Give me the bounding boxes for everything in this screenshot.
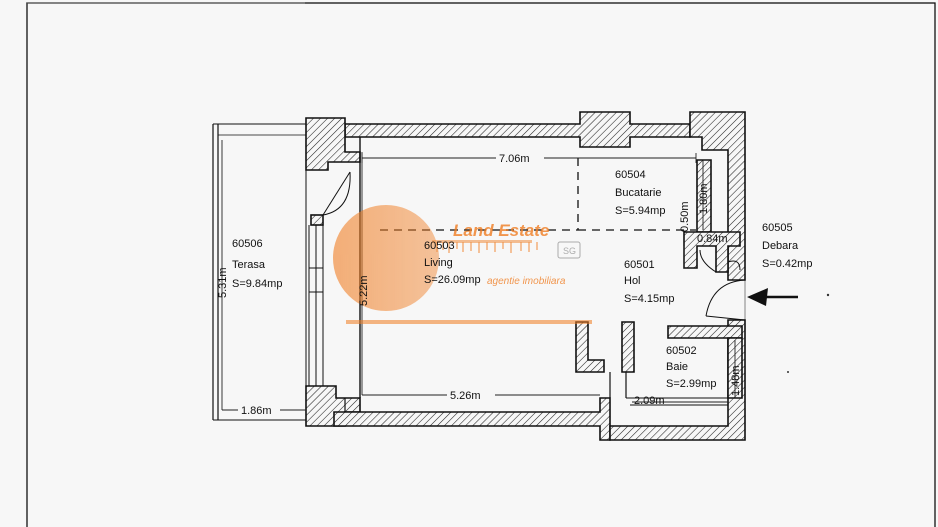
walls [305, 111, 746, 441]
room-baie: 60502 Baie S=2.99mp [666, 345, 716, 390]
room-name: Living [424, 257, 453, 269]
watermark-badge [557, 241, 581, 259]
dim-kitchen-depth: 1.80m [698, 183, 710, 214]
room-hol: 60501 Hol S=4.15mp [624, 259, 674, 305]
room-code: 60506 [232, 238, 263, 250]
room-area: S=2.99mp [666, 378, 716, 390]
entrance-arrow-icon [747, 288, 798, 306]
room-code: 60505 [762, 222, 793, 234]
watermark-underline [346, 320, 592, 324]
doors [322, 171, 746, 321]
watermark-badge-text: SG [563, 246, 576, 256]
room-living: 60503 Living S=26.09mp [424, 240, 481, 286]
room-bucatarie: 60504 Bucatarie S=5.94mp [615, 169, 665, 217]
page-border [26, 2, 936, 527]
room-name: Terasa [232, 259, 266, 271]
watermark-tagline: agentie imobiliara [487, 276, 566, 287]
room-terasa: 60506 Terasa S=9.84mp [232, 238, 282, 290]
dim-bath-height: 1.48m [730, 365, 742, 396]
terrace-outline [212, 123, 324, 421]
speck [787, 371, 789, 373]
room-code: 60501 [624, 259, 655, 271]
room-name: Hol [624, 275, 641, 287]
watermark: Land Estate agentie imobiliara SG [333, 205, 592, 324]
dim-terrace-width: 1.86m [241, 405, 272, 417]
dim-top-width: 7.06m [499, 153, 530, 165]
room-area: S=0.42mp [762, 258, 812, 270]
room-area: S=9.84mp [232, 278, 282, 290]
dim-kitchen-offset: 0.50m [679, 201, 691, 232]
room-name: Baie [666, 361, 688, 373]
watermark-key-circle [333, 205, 439, 311]
dim-debara-width: 0.84m [697, 233, 728, 245]
dim-bath-width: 2.09m [634, 395, 665, 407]
dimension-labels: 7.06m 5.26m 1.86m 2.09m 0.84m 5.22m 5.31… [217, 151, 742, 417]
room-name: Bucatarie [615, 187, 661, 199]
dim-bottom-width: 5.26m [450, 390, 481, 402]
room-area: S=5.94mp [615, 205, 665, 217]
room-code: 60504 [615, 169, 646, 181]
room-debara: 60505 Debara S=0.42mp [762, 222, 812, 270]
dim-terrace-height: 5.31m [217, 267, 229, 298]
room-area: S=4.15mp [624, 293, 674, 305]
room-code: 60503 [424, 240, 455, 252]
room-area: S=26.09mp [424, 274, 481, 286]
watermark-brand: Land Estate [453, 221, 549, 240]
speck [826, 293, 830, 297]
room-code: 60502 [666, 345, 697, 357]
room-name: Debara [762, 240, 799, 252]
dim-living-height: 5.22m [358, 275, 370, 306]
